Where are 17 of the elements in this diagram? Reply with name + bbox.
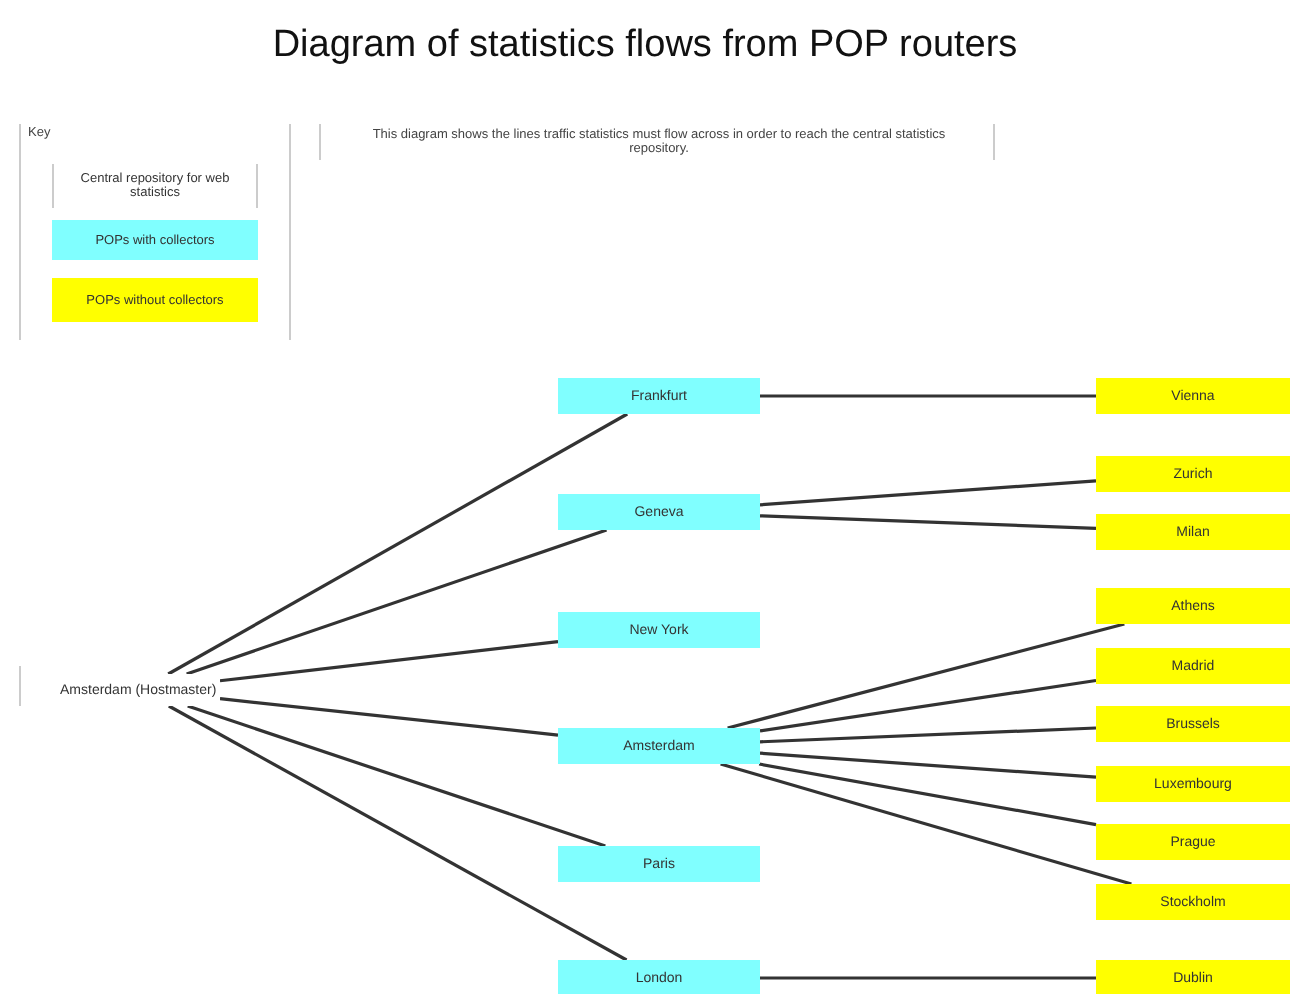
connector-line [758, 762, 1097, 827]
connector-line [760, 394, 1096, 398]
connector-line [759, 726, 1097, 744]
connector-line [186, 528, 608, 676]
connector-line [759, 678, 1097, 733]
connector-line [720, 762, 1132, 886]
connector-line [187, 704, 606, 848]
connector-line [759, 751, 1097, 779]
diagram-title: Diagram of statistics flows from POP routers [270, 24, 1020, 68]
connector-line [727, 622, 1125, 730]
connector-line [759, 514, 1097, 530]
connector-line [759, 479, 1097, 507]
connector-line [168, 704, 628, 962]
connector-line [760, 976, 1096, 980]
connector-line [167, 412, 628, 676]
connector-line [219, 640, 559, 683]
connector-line [219, 697, 559, 737]
